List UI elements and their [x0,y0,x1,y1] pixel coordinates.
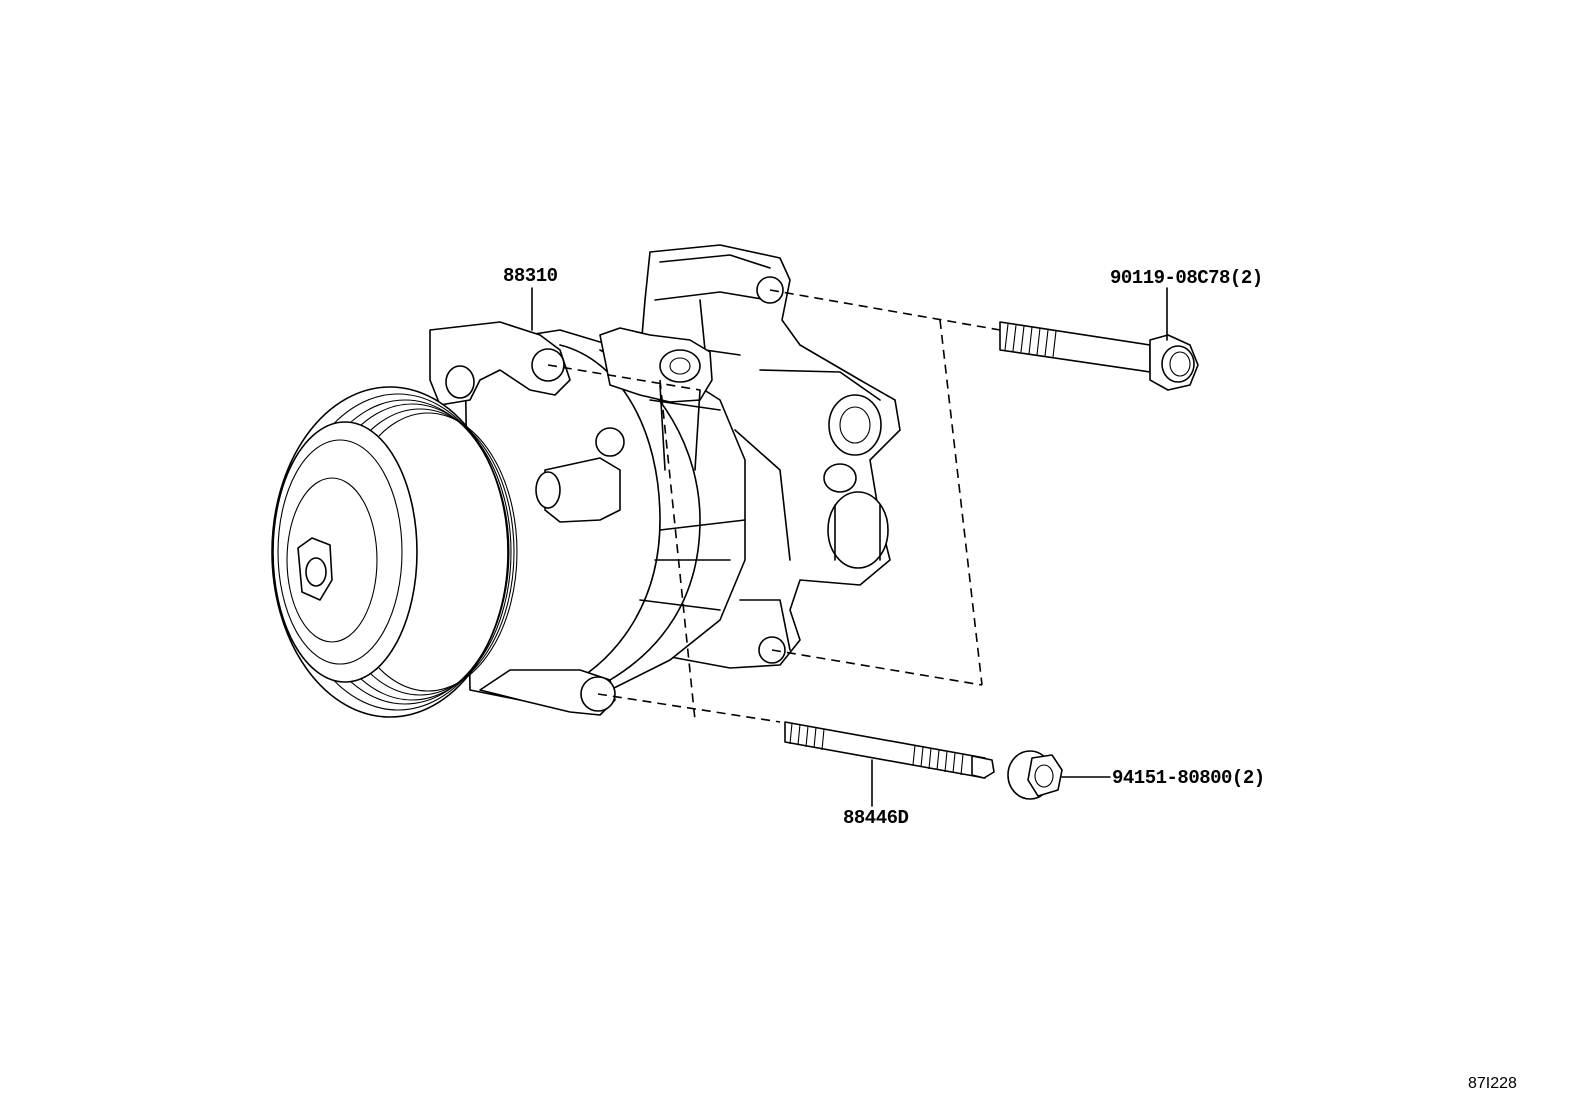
part-label-stud[interactable]: 88446D [843,807,909,829]
part-label-nut[interactable]: 94151-80800(2) [1112,767,1265,789]
callout-leaders [531,287,1168,807]
ac-compressor-icon[interactable] [271,244,901,718]
stud-bolt-icon[interactable] [784,721,995,779]
flange-bolt-icon[interactable] [999,321,1199,391]
reference-code: 87I228 [1468,1075,1517,1092]
part-label-bolt[interactable]: 90119-08C78(2) [1110,267,1263,289]
alignment-lines [547,289,1001,723]
flange-nut-icon[interactable] [1007,750,1063,800]
part-label-compressor[interactable]: 88310 [503,265,558,287]
